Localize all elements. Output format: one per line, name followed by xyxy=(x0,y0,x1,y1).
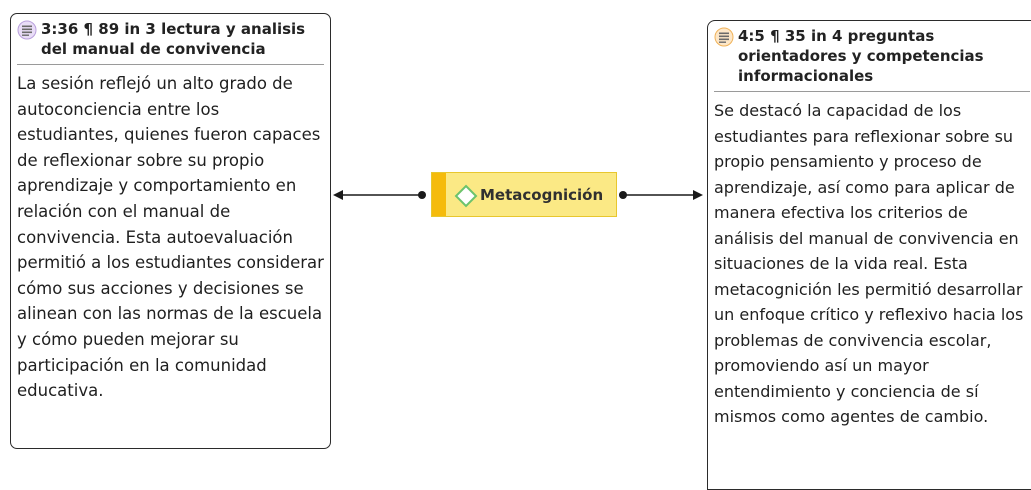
quotation-text: Se destacó la capacidad de los estudiant… xyxy=(714,101,1024,426)
quotation-text: La sesión reflejó un alto grado de autoc… xyxy=(17,74,324,401)
code-label: Metacognición xyxy=(480,185,604,204)
link-left[interactable] xyxy=(333,190,426,200)
quotation-header: 3:36 ¶ 89 in 3 lectura y analisis del ma… xyxy=(17,19,324,65)
quotation-card-left[interactable]: 3:36 ¶ 89 in 3 lectura y analisis del ma… xyxy=(10,13,331,449)
connector-dot-right xyxy=(619,191,627,199)
quotation-header: 4:5 ¶ 35 in 4 preguntas orientadores y c… xyxy=(714,26,1030,92)
document-icon xyxy=(714,27,734,47)
code-node-metacognicion[interactable]: Metacognición xyxy=(431,172,617,217)
quotation-title: 4:5 ¶ 35 in 4 preguntas orientadores y c… xyxy=(738,27,984,85)
quotation-card-right[interactable]: 4:5 ¶ 35 in 4 preguntas orientadores y c… xyxy=(707,20,1031,490)
quotation-title: 3:36 ¶ 89 in 3 lectura y analisis del ma… xyxy=(41,20,306,58)
link-layer xyxy=(333,190,703,200)
link-right[interactable] xyxy=(619,190,703,200)
code-accent-bar xyxy=(432,173,446,216)
arrowhead-right xyxy=(693,190,703,200)
diamond-icon xyxy=(454,184,478,208)
arrowhead-left xyxy=(333,190,343,200)
connector-dot-left xyxy=(418,191,426,199)
document-icon xyxy=(17,20,37,40)
